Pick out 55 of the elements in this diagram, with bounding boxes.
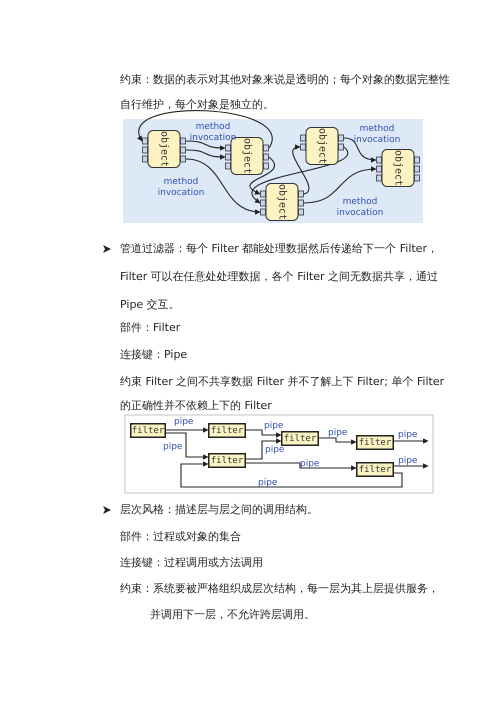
- arrow: [138, 110, 273, 148]
- arrow: [393, 463, 429, 469]
- object-block: [142, 130, 186, 168]
- block-label: filter: [282, 432, 318, 445]
- arrow: [250, 156, 276, 194]
- edge-label: pipe: [328, 428, 348, 438]
- arrow: [344, 137, 377, 162]
- paragraph-text: 连接键：Pipe: [120, 347, 188, 363]
- arrow: [186, 158, 261, 214]
- edge-label: pipe: [398, 430, 418, 440]
- block-label: object: [242, 138, 252, 174]
- arrow: [304, 166, 377, 204]
- paragraph-text: 连接键：过程调用或方法调用: [120, 555, 264, 571]
- edge-label: method invocation: [156, 177, 206, 199]
- edge-label: pipe: [174, 417, 194, 427]
- paragraph-text: 约束：系统要被严格组织成层次结构，每一层为其上层提供服务，并调用下一层，不允许跨层调用。: [120, 581, 440, 623]
- arrow: [180, 461, 403, 488]
- paragraph-text: 部件：Filter: [120, 320, 182, 336]
- edge-label: pipe: [264, 421, 284, 431]
- block-label: filter: [358, 436, 392, 450]
- arrow: [166, 432, 209, 460]
- arrow: [246, 462, 357, 471]
- block-label: object: [158, 130, 170, 168]
- block-label: filter: [130, 424, 166, 438]
- paragraph-text: 部件：过程或对象的集合: [120, 529, 242, 545]
- edge-label: method invocation: [188, 122, 238, 144]
- edge-label: method invocation: [336, 197, 384, 219]
- paragraph-text: 约束 Filter 之间不共享数据 Filter 并不了解上下 Filter; 单个 Filter 的正确性并不依赖上下的 Filter: [120, 374, 446, 414]
- object-block: [376, 149, 420, 187]
- arrow: [292, 145, 310, 194]
- edge-label: pipe: [265, 445, 284, 455]
- arrow: [246, 438, 282, 460]
- object-block: [260, 183, 304, 221]
- arrow: [186, 149, 226, 160]
- paragraph-text: 管道过滤器：每个 Filter 都能处理数据然后传递给下一个 Filter，Filter 可以在任意处处理数据，各个 Filter 之间无数据共享，通过 Pipe 交互。: [120, 241, 439, 313]
- block-label: object: [316, 128, 328, 164]
- arrow: [246, 429, 282, 438]
- arrow: [319, 437, 357, 445]
- block-label: filter: [210, 424, 244, 438]
- paragraph-text: 层次风格：描述层与层之间的调用结构。: [120, 502, 319, 518]
- object-block: [300, 127, 344, 165]
- edge-label: pipe: [258, 478, 278, 488]
- arrow: [393, 438, 429, 444]
- edge-label: pipe: [163, 442, 182, 452]
- edge-label: method invocation: [352, 124, 402, 146]
- edge-label: pipe: [398, 456, 418, 466]
- paragraph-text: 约束：数据的表示对其他对象来说是透明的；每个对象的数据完整性自行维护，每个对象是独立的。: [120, 72, 450, 113]
- arrow: [186, 140, 226, 151]
- block-label: filter: [358, 464, 392, 476]
- block-label: object: [276, 184, 288, 220]
- block-label: filter: [210, 454, 244, 468]
- arrow: [252, 146, 348, 204]
- arrow: [165, 427, 209, 433]
- block-label: object: [392, 150, 404, 186]
- edge-label: pipe: [300, 459, 320, 469]
